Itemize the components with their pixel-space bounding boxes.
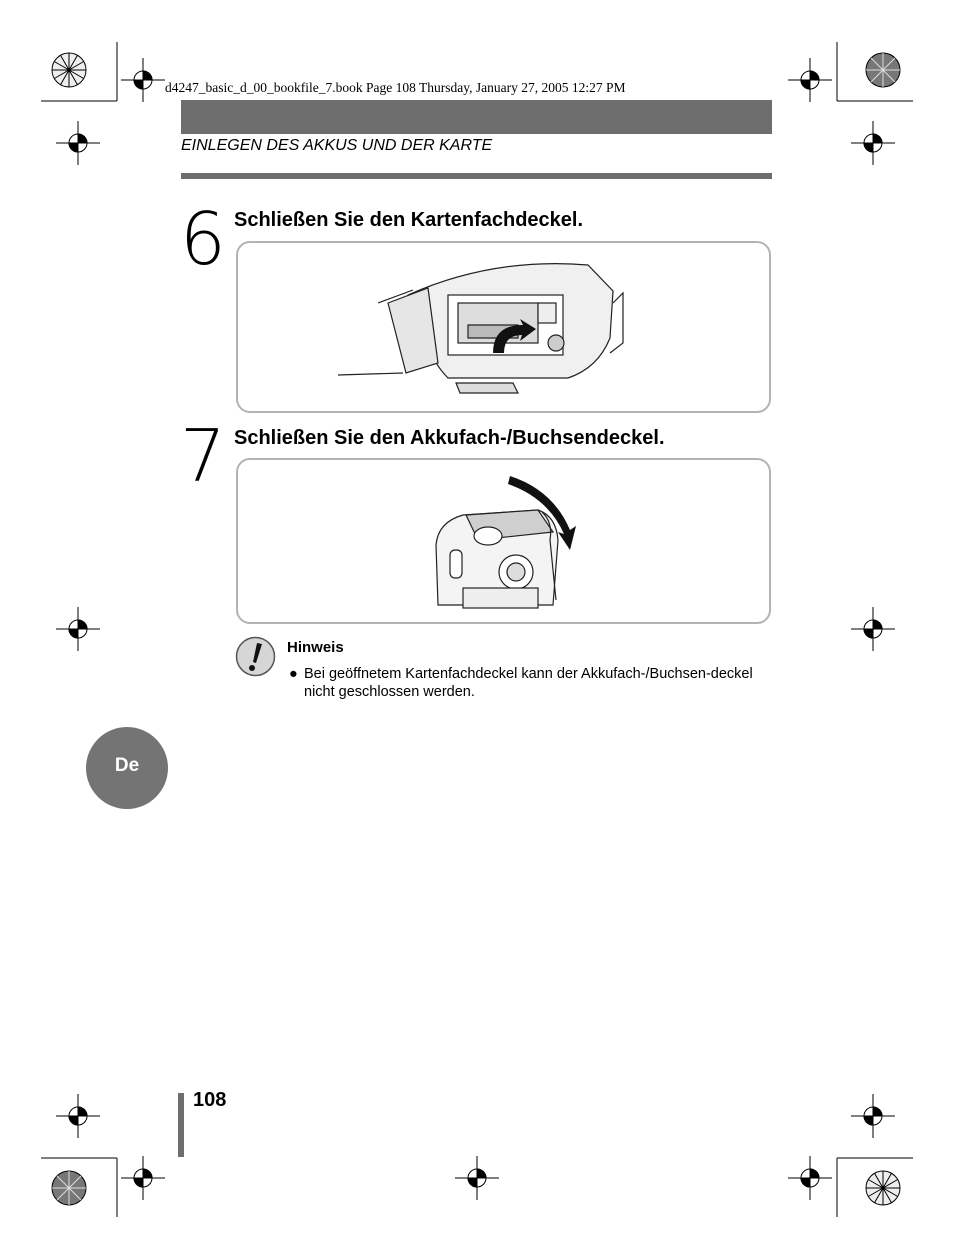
step-6-number: 6: [180, 197, 226, 281]
header-rule: [181, 173, 772, 179]
print-file-info: d4247_basic_d_00_bookfile_7.book Page 10…: [165, 80, 626, 95]
step-7-number: 7: [180, 414, 226, 498]
section-title: EINLEGEN DES AKKUS UND DER KARTE: [181, 137, 493, 154]
step-6-title: Schließen Sie den Kartenfachdeckel.: [234, 209, 584, 231]
step-6-illustration-panel: [236, 241, 771, 413]
page-number: 108: [193, 1089, 227, 1111]
page-number-bar: [178, 1093, 184, 1157]
camera-card-cover-illustration: [337, 263, 624, 394]
note-text: Bei geöffnetem Kartenfachdeckel kann der…: [304, 666, 753, 700]
note-title: Hinweis: [287, 639, 344, 656]
header-bar: [181, 100, 772, 134]
step-7-title: Schließen Sie den Akkufach-/Buchsendecke…: [234, 427, 665, 449]
language-tab-label: De: [114, 755, 140, 776]
step-7-illustration-panel: [236, 458, 771, 624]
note-bullet: ●: [289, 666, 298, 682]
camera-battery-cover-illustration: [435, 476, 576, 609]
language-tab: [86, 727, 168, 809]
exclamation-icon: [235, 636, 276, 677]
